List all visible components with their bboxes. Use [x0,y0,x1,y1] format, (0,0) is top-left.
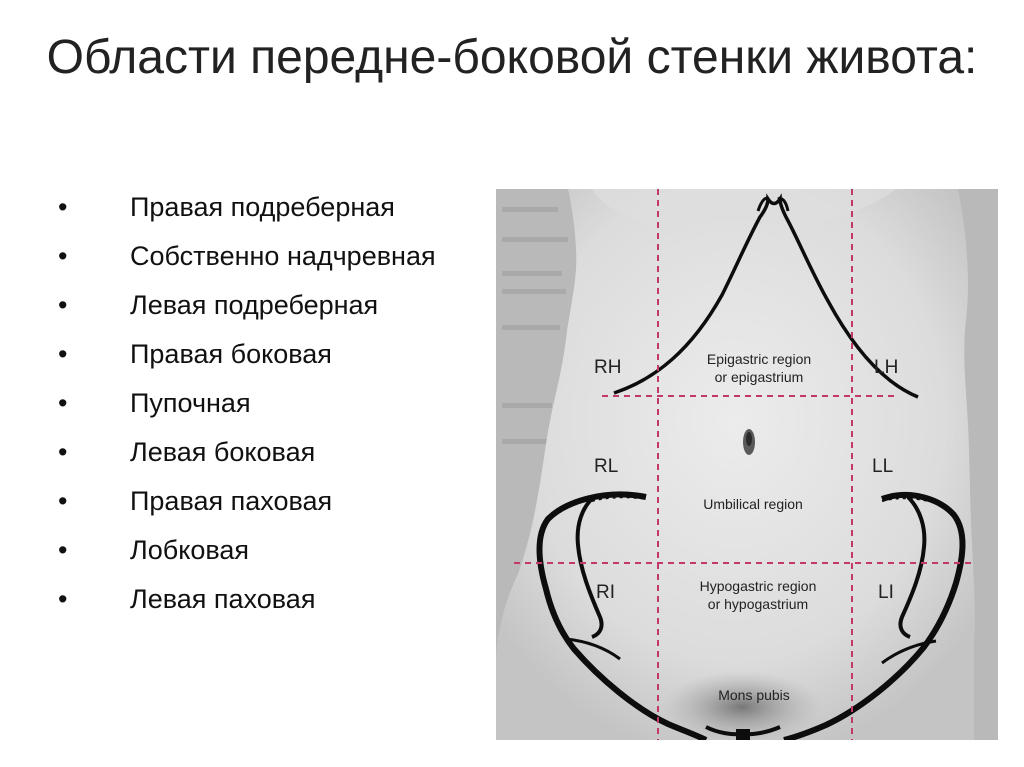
label-rh: RH [594,357,621,378]
pubic-shading [662,671,822,740]
label-hypogastric-alt: or hypogastrium [708,596,808,612]
right-iliac-outline [536,491,708,740]
region-list: • Правая подреберная • Собственно надчревн… [58,186,478,627]
bullet-icon: • [58,535,68,565]
list-item: • Левая паховая [58,578,478,620]
slide-title: Области передне-боковой стенки живота: [46,31,978,84]
label-rl: RL [594,456,618,477]
bullet-icon: • [58,339,68,369]
list-item: • Правая подреберная [58,186,478,228]
abdomen-regions-figure: RH LH RL LL RI LI Epigastric region or e… [496,189,998,740]
list-item: • Пупочная [58,382,478,424]
list-item-text: Левая подреберная [130,290,379,320]
list-item-text: Собственно надчревная [130,241,436,271]
label-ri: RI [596,582,615,603]
list-item-text: Лобковая [130,535,250,565]
region-grid-lines [514,189,972,740]
bullet-icon: • [58,437,68,467]
faded-background-text [502,207,568,444]
bullet-icon: • [58,388,68,418]
left-iliac-outline [783,492,966,740]
bullet-icon: • [58,241,68,271]
list-item-text: Пупочная [130,388,251,418]
label-umbilical: Umbilical region [703,496,803,512]
list-item-text: Левая боковая [130,437,316,467]
label-mons-pubis: Mons pubis [718,687,790,703]
label-epigastric-alt: or epigastrium [715,369,804,385]
torso-silhouette [496,189,975,740]
label-ll: LL [872,456,893,477]
list-item: • Правая паховая [58,480,478,522]
label-epigastric: Epigastric region [707,351,811,367]
list-item: • Правая боковая [58,333,478,375]
list-item: • Собственно надчревная [58,235,478,277]
bullet-icon: • [58,290,68,320]
list-item: • Левая боковая [58,431,478,473]
costal-margin-outline [613,193,919,399]
list-item-text: Правая подреберная [130,192,395,222]
bullet-icon: • [58,192,68,222]
list-item-text: Правая паховая [130,486,333,516]
list-item-text: Левая паховая [130,584,316,614]
bullet-icon: • [58,584,68,614]
bullet-icon: • [58,486,68,516]
list-item: • Левая подреберная [58,284,478,326]
label-li: LI [878,582,894,603]
list-item-text: Правая боковая [130,339,332,369]
label-lh: LH [874,357,898,378]
breast-shading [592,189,896,233]
label-hypogastric: Hypogastric region [700,578,817,594]
list-item: • Лобковая [58,529,478,571]
